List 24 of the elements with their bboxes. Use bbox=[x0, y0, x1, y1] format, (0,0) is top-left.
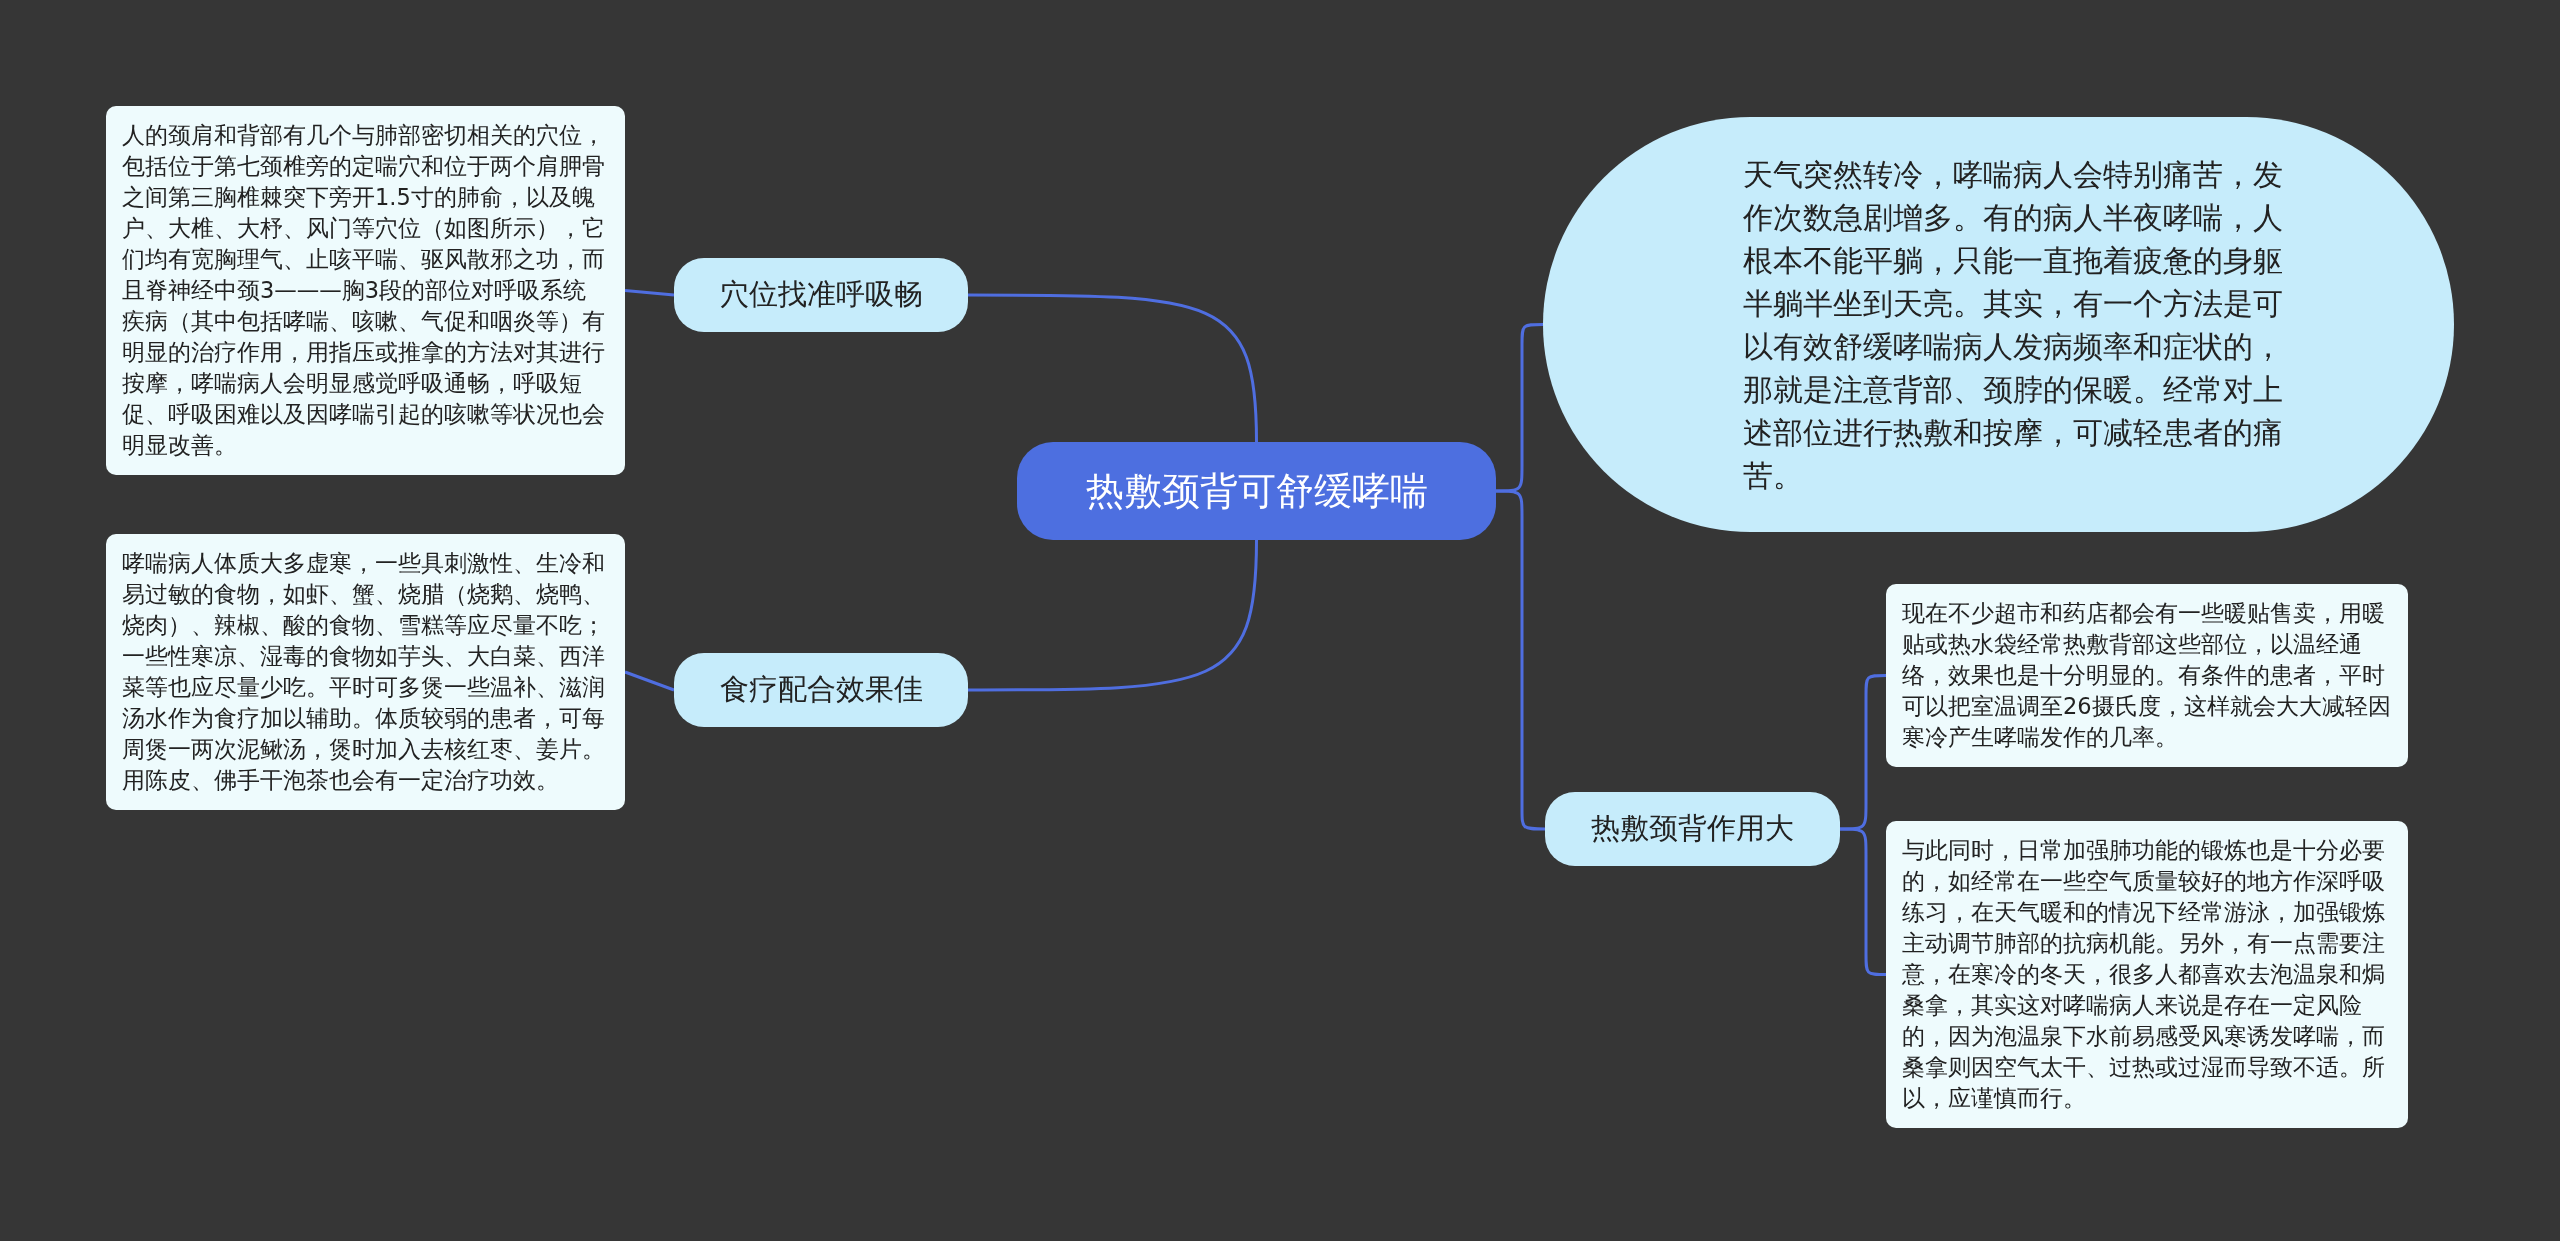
connector-line bbox=[968, 293, 1258, 443]
text-box bbox=[106, 534, 625, 810]
body-text: 天气突然转冷，哮喘病人会特别痛苦，发作次数急剧增多。有的病人半夜哮喘，人根本不能平躺，只能一直拖着疲惫的身躯半躺半坐到天亮。其实，有一个方法是可以有效舒缓哮喘病人发病频率和症状的，那就是注意背部、颈脖的保暖。经常对上述部位进行热敷和按摩，可减轻患者的痛苦。 bbox=[1743, 155, 2284, 495]
connector-line bbox=[968, 539, 1258, 692]
topic-label: 热敷颈背作用大 bbox=[1591, 810, 1794, 847]
text-box bbox=[1886, 584, 2408, 767]
connector-line bbox=[624, 289, 675, 297]
body-text: 人的颈肩和背部有几个与肺部密切相关的穴位，包括位于第七颈椎旁的定喘穴和位于两个肩胛骨之间第三胸椎棘突下旁开1.5寸的肺俞，以及魄户、大椎、大杼、风门等穴位（如图所示），它们均有宽胸理气、止咳平喘、驱风散邪之功，而且脊神经中颈3———胸3段的部位对呼吸系统疾病（其中包括哮喘、咳嗽、气促和咽炎等）有明显的治疗作用，用指压或推拿的方法对其进行按摩，哮喘病人会明显感觉呼吸通畅，呼吸短促、呼吸困难以及因哮喘引起的咳嗽等状况也会明显改善。 bbox=[122, 121, 606, 460]
connector-line bbox=[1496, 323, 1543, 493]
subtopic-box bbox=[674, 653, 968, 727]
connector-line bbox=[624, 670, 675, 692]
connector-line bbox=[1840, 674, 1886, 831]
text-box bbox=[1886, 821, 2408, 1128]
topic-label: 穴位找准呼吸畅 bbox=[719, 276, 923, 313]
body-text: 与此同时，日常加强肺功能的锻炼也是十分必要的，如经常在一些空气质量较好的地方作深呼吸练习，在天气暖和的情况下经常游泳，加强锻炼主动调节肺部的抗病机能。另外，有一点需要注意，在寒冷的冬天，很多人都喜欢去泡温泉和焗桑拿，其实这对哮喘病人来说是存在一定风险的，因为泡温泉下水前易感受风寒诱发哮喘，而桑拿则因空气太干、过热或过湿而导致不适。所以，应谨慎而行。 bbox=[1902, 836, 2386, 1113]
subtopic-box bbox=[1545, 792, 1840, 866]
topic-label: 热敷颈背可舒缓哮喘 bbox=[1085, 467, 1428, 515]
subtopic-box bbox=[674, 258, 968, 332]
connector-line bbox=[1496, 489, 1545, 831]
connector-line bbox=[1840, 827, 1886, 976]
central-topic bbox=[1017, 442, 1496, 540]
body-text: 哮喘病人体质大多虚寒，一些具刺激性、生冷和易过敏的食物，如虾、蟹、烧腊（烧鹅、烧鸭、烧肉）、辣椒、酸的食物、雪糕等应尽量不吃；一些性寒凉、湿毒的食物如芋头、大白菜、西洋菜等也应尽量少吃。平时可多煲一些温补、滋润汤水作为食疗加以辅助。体质较弱的患者，可每周煲一两次泥鳅汤，煲时加入去核红枣、姜片。用陈皮、佛手干泡茶也会有一定治疗功效。 bbox=[122, 549, 606, 795]
body-text: 现在不少超市和药店都会有一些暖贴售卖，用暖贴或热水袋经常热敷背部这些部位，以温经通络，效果也是十分明显的。有条件的患者，平时可以把室温调至26摄氏度，这样就会大大减轻因寒冷产生哮喘发作的几率。 bbox=[1902, 599, 2392, 752]
topic-label: 食疗配合效果佳 bbox=[719, 671, 923, 708]
